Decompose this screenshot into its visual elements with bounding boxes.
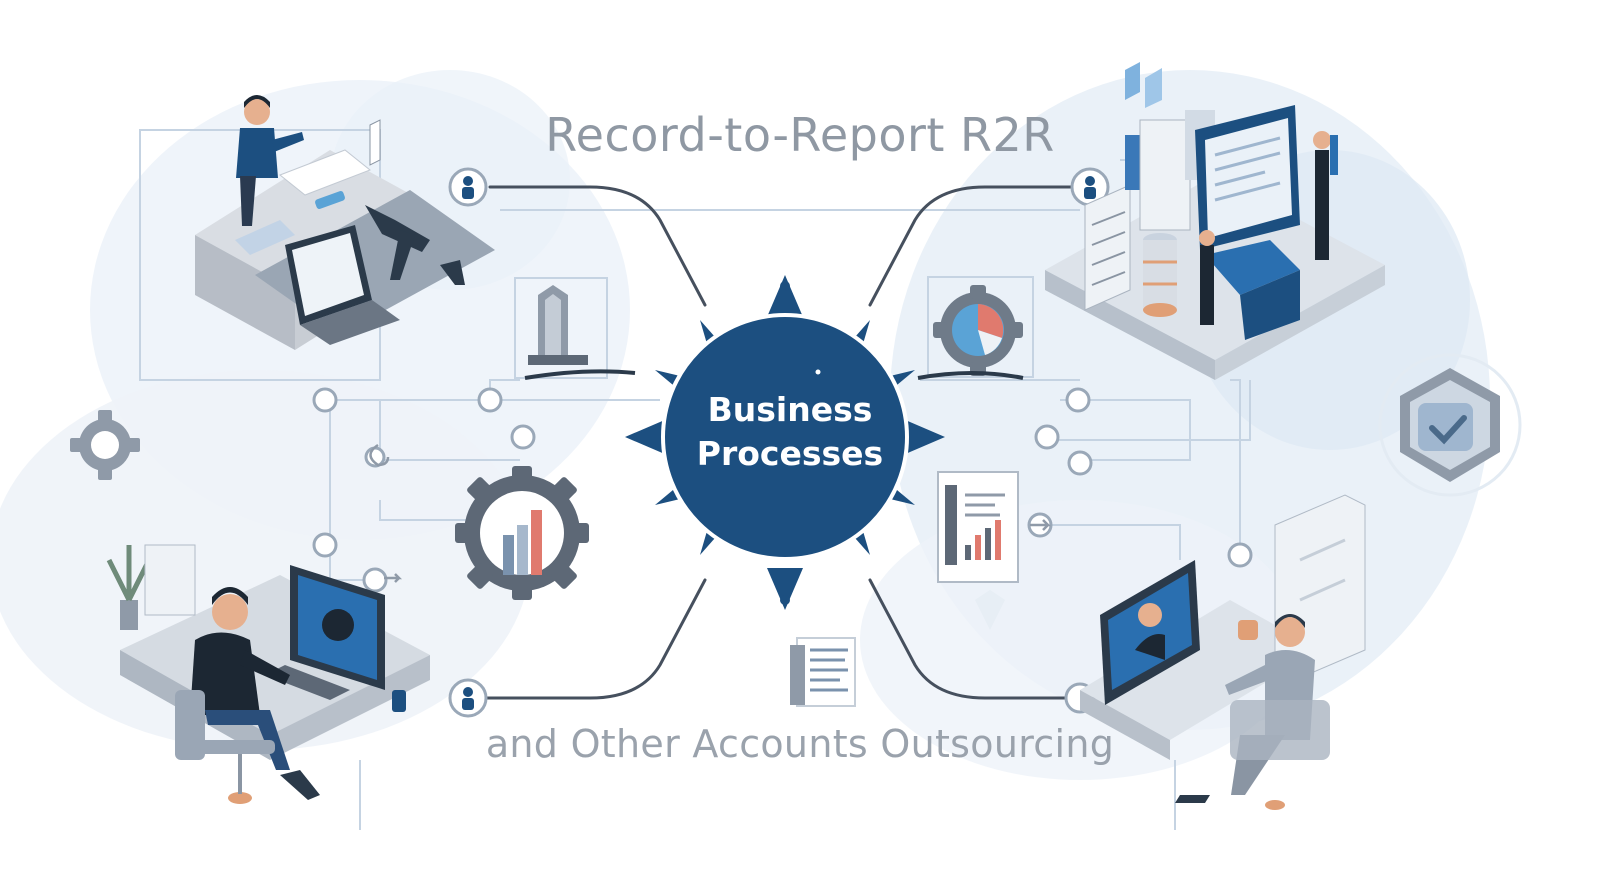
shield-check-icon [1378,353,1522,497]
diagram-title: Record-to-Report R2R [545,108,1055,162]
bar-chart-report-icon [937,471,1019,630]
server-dashboard-illustration [1045,62,1385,380]
hub-label: Business Processes [670,388,910,476]
main-connectors [478,185,1077,700]
arrow-marks [369,443,1052,583]
video-call-worker-illustration [1080,494,1366,810]
gear-icon [70,410,140,480]
tower-icon [514,277,636,380]
hub-label-line-1: Business [707,390,873,429]
hub-label-line-2: Processes [696,434,884,473]
gear-chart-icon [455,466,589,600]
computer-user-illustration [106,544,430,804]
diagram-subtitle: and Other Accounts Outsourcing [485,722,1115,766]
office-worker-desk-illustration [195,95,495,350]
business-processes-hub [625,275,945,610]
gear-pie-chart-icon [917,276,1034,380]
document-icon [790,637,856,707]
